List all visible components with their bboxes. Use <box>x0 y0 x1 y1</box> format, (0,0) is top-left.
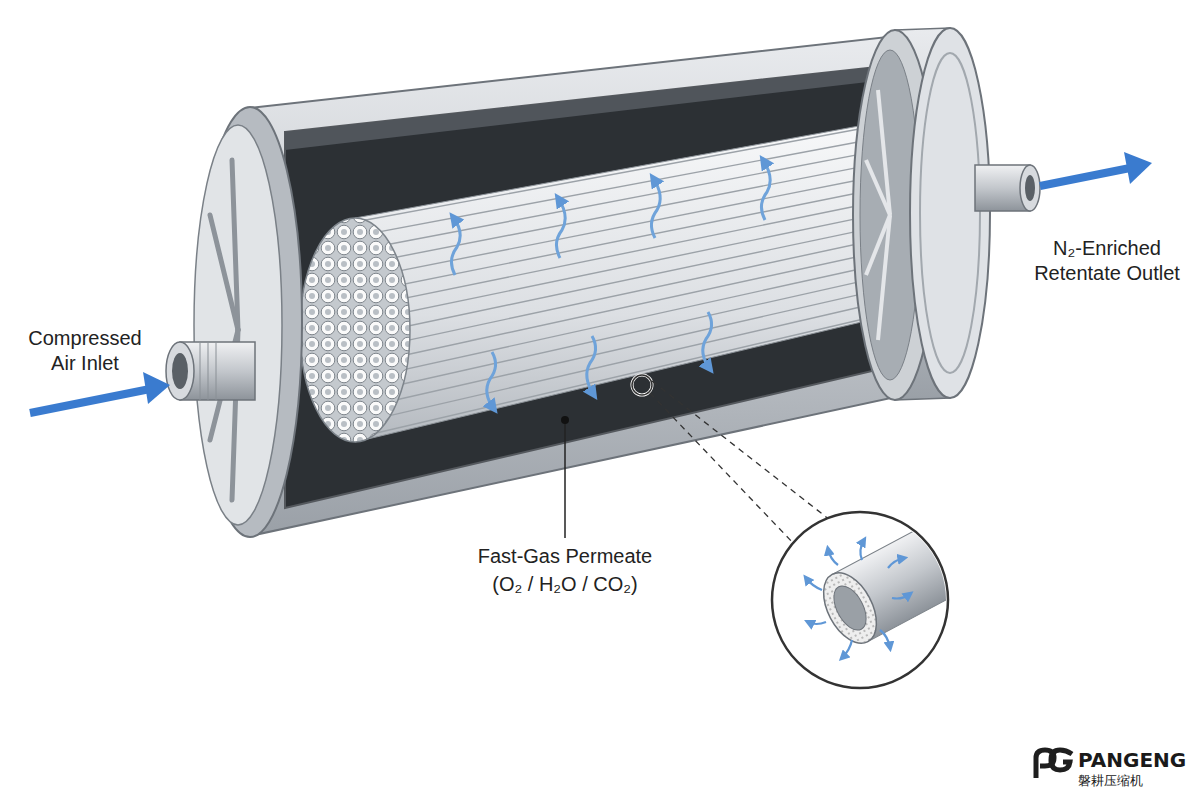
permeate-gases-box: (O₂ / H₂O / CO₂) <box>445 572 685 597</box>
permeate-label-box: Fast-Gas Permeate <box>445 544 685 569</box>
permeate-label: Fast-Gas Permeate <box>478 545 653 567</box>
logo-chinese-box: 磐耕压缩机 <box>1078 773 1196 789</box>
outlet-label-box: N₂-Enriched Retentate Outlet <box>1022 236 1192 286</box>
outlet-label: N₂-Enriched Retentate Outlet <box>1034 237 1180 284</box>
permeate-gases: (O₂ / H₂O / CO₂) <box>492 573 638 595</box>
logo-chinese: 磐耕压缩机 <box>1078 773 1143 788</box>
logo-wordmark: PANGENG <box>1078 748 1186 772</box>
logo-wordmark-box: PANGENG <box>1078 748 1196 773</box>
inlet-label: Compressed Air Inlet <box>28 327 141 374</box>
inlet-label-box: Compressed Air Inlet <box>18 326 152 376</box>
